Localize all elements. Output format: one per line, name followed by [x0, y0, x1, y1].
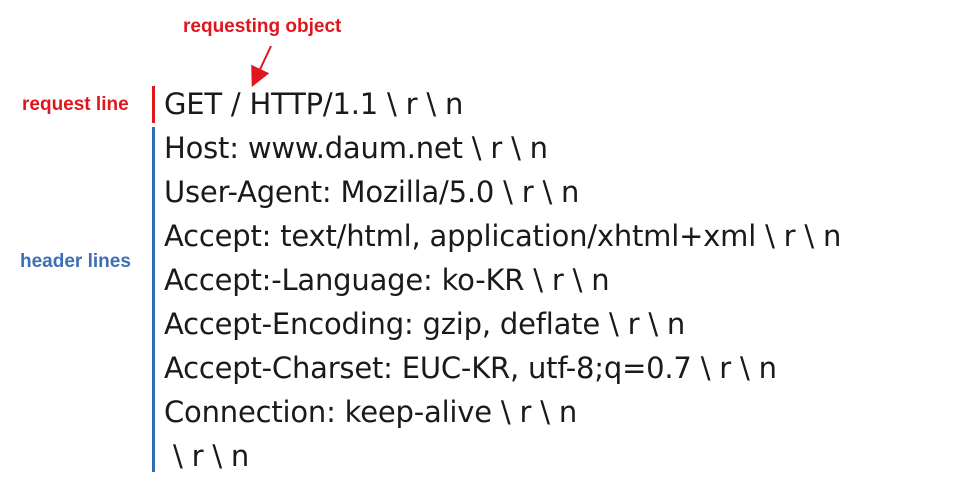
blank-line-crlf: \ r \ n [164, 439, 250, 473]
header-lines-label: header lines [20, 251, 131, 272]
request-line-label: request line [22, 94, 129, 115]
request-line-bracket [152, 86, 155, 123]
requesting-object-label: requesting object [183, 16, 342, 37]
http-request-message: GET / HTTP/1.1 \ r \ n Host: www.daum.ne… [164, 82, 841, 478]
header-lines-bracket [152, 127, 155, 472]
header-line-connection: Connection: keep-alive \ r \ n [164, 395, 577, 429]
header-line-accept-charset: Accept-Charset: EUC-KR, utf-8;q=0.7 \ r … [164, 351, 777, 385]
request-line: GET / HTTP/1.1 \ r \ n [164, 87, 464, 121]
header-line-user-agent: User-Agent: Mozilla/5.0 \ r \ n [164, 175, 580, 209]
header-line-accept-language: Accept:-Language: ko-KR \ r \ n [164, 263, 610, 297]
header-line-accept-encoding: Accept-Encoding: gzip, deflate \ r \ n [164, 307, 686, 341]
header-line-accept: Accept: text/html, application/xhtml+xml… [164, 219, 842, 253]
header-line-host: Host: www.daum.net \ r \ n [164, 131, 548, 165]
